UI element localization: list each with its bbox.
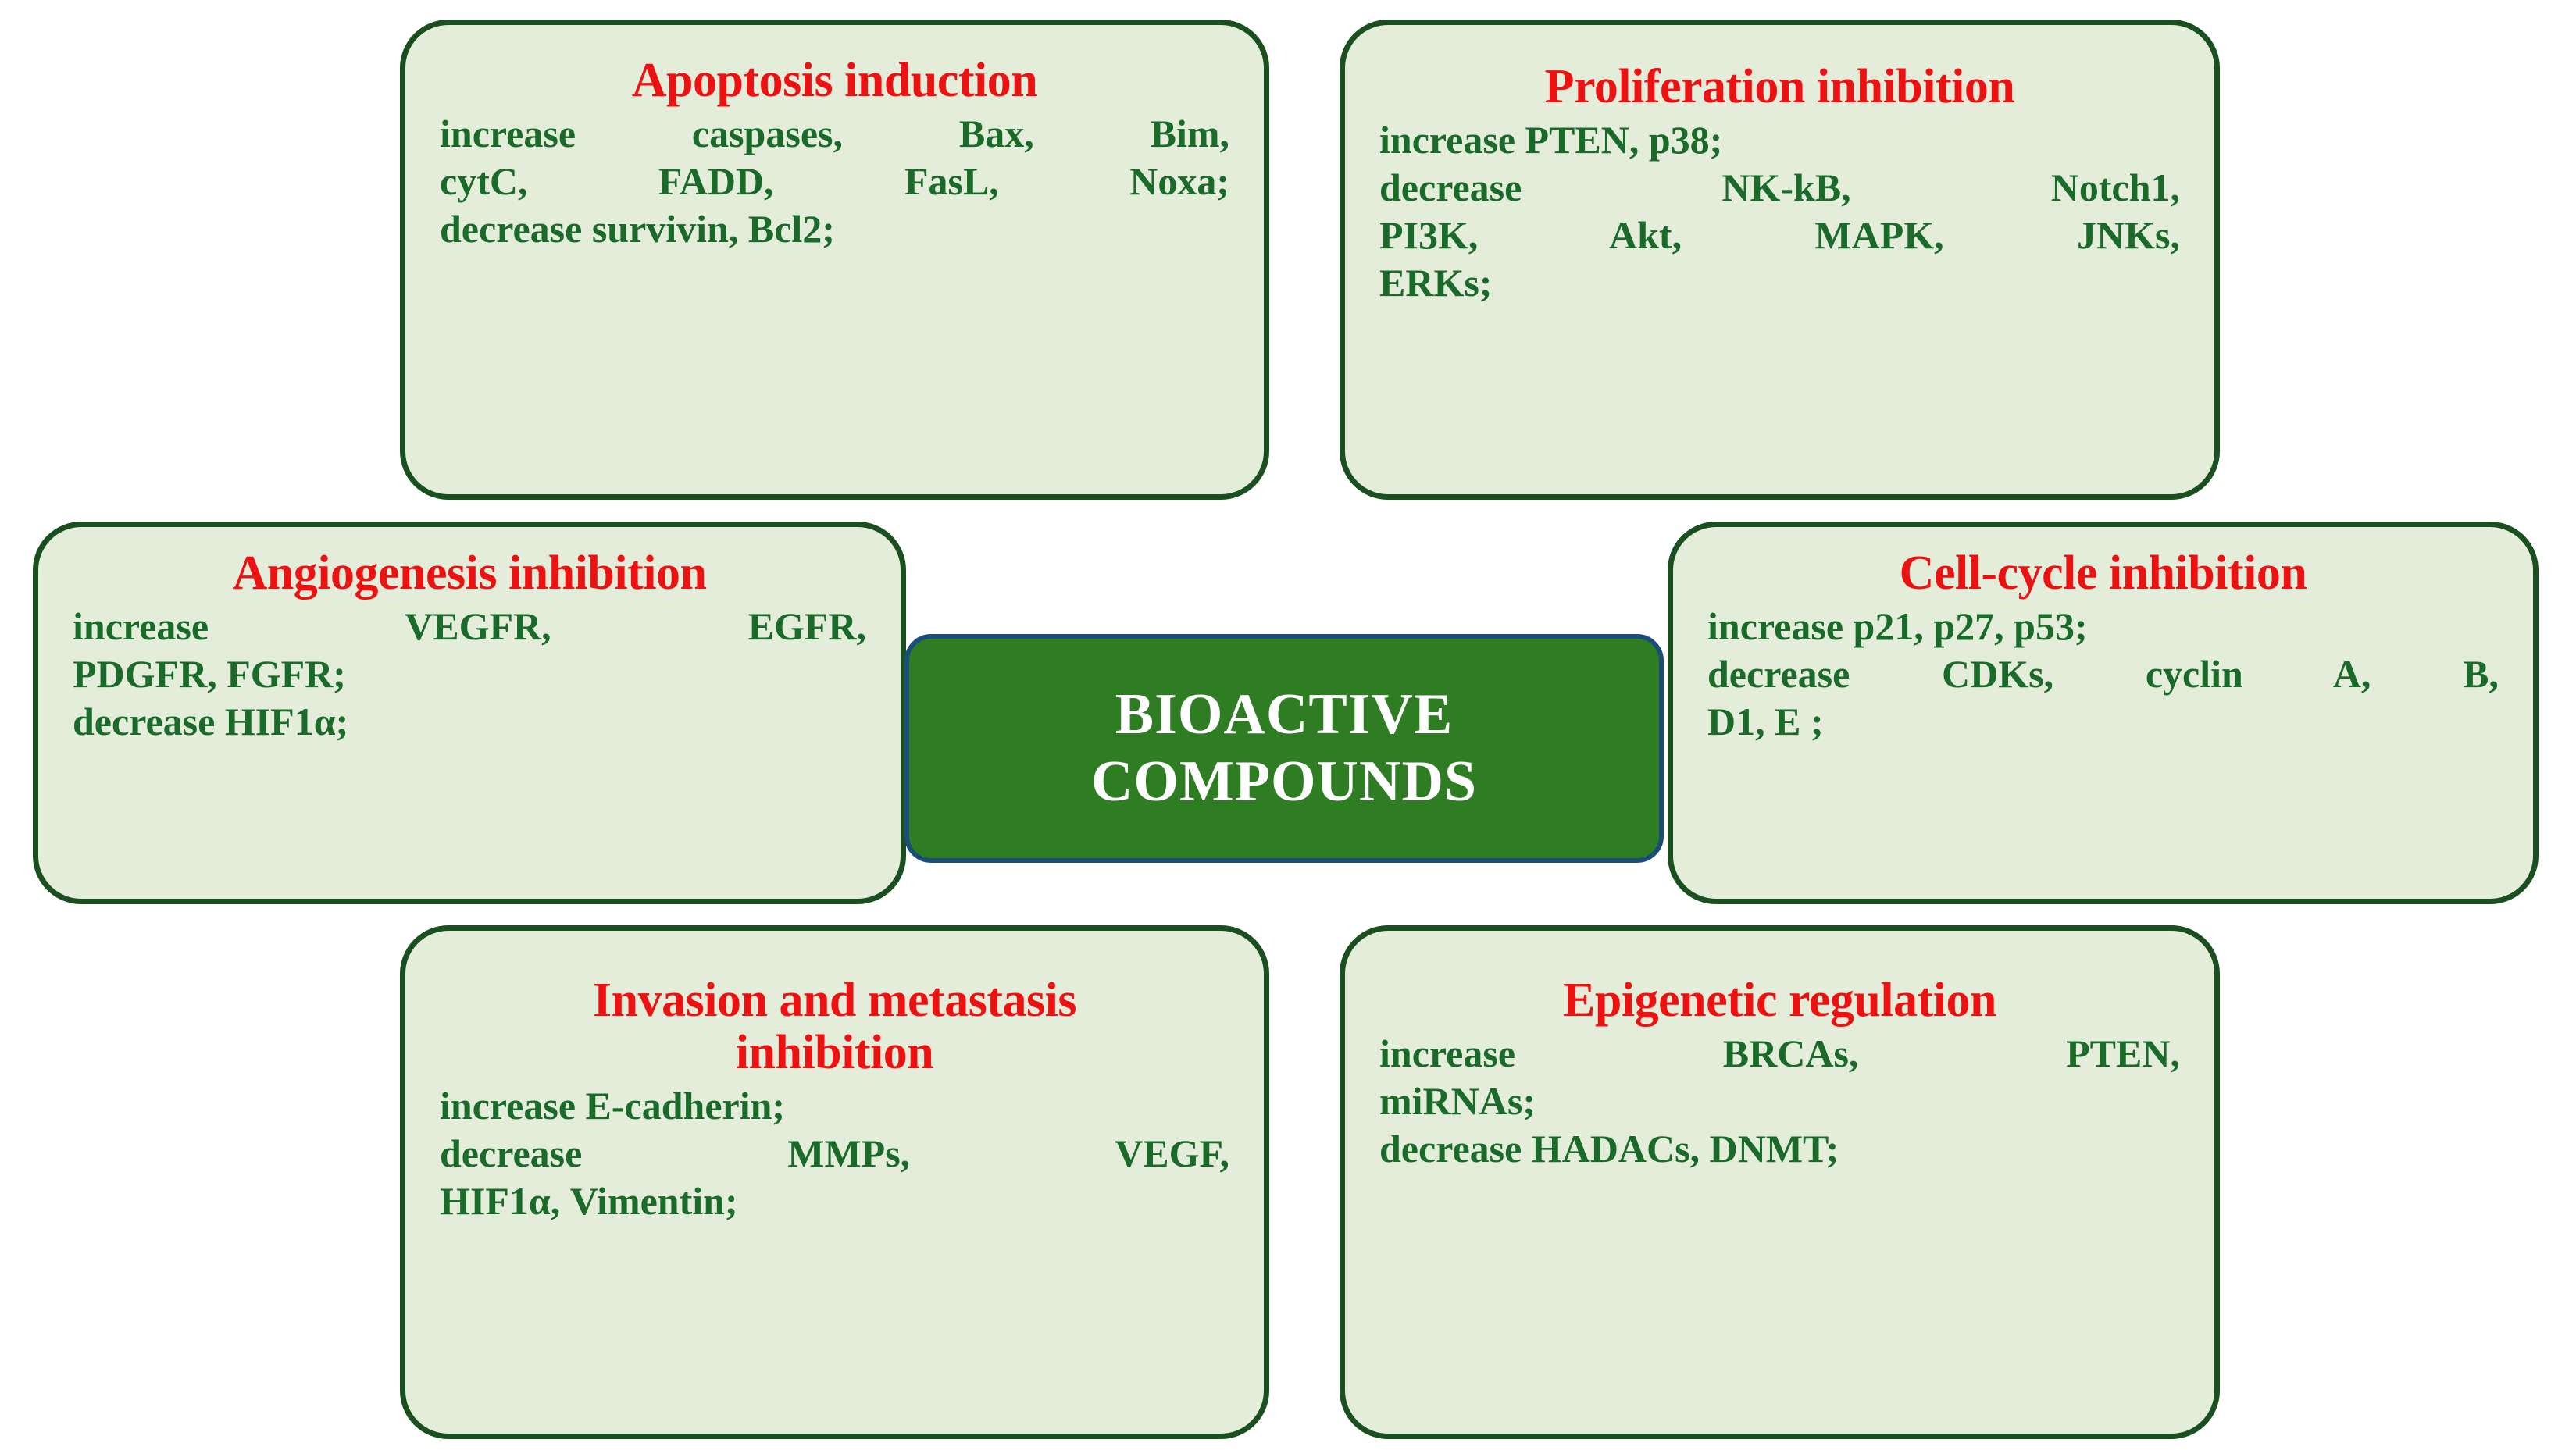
node-body-epigenetic: increase BRCAs, PTEN, miRNAs; decrease H… bbox=[1379, 1030, 2180, 1173]
node-body-invasion: increase E-cadherin; decrease MMPs, VEGF… bbox=[440, 1082, 1229, 1225]
node-body-line: increase E-cadherin; bbox=[440, 1083, 786, 1128]
node-body-line: decrease NK-kB, Notch1, bbox=[1379, 165, 2180, 209]
node-body-line: decrease CDKs, cyclin A, B, bbox=[1707, 651, 2499, 696]
node-body-apoptosis: increase caspases, Bax, Bim, cytC, FADD,… bbox=[440, 110, 1229, 253]
node-apoptosis-induction[interactable]: Apoptosis induction increase caspases, B… bbox=[400, 20, 1269, 500]
node-title-proliferation: Proliferation inhibition bbox=[1544, 60, 2015, 113]
node-title-epigenetic: Epigenetic regulation bbox=[1563, 974, 1996, 1027]
center-node-label: BIOACTIVE COMPOUNDS bbox=[1090, 682, 1478, 814]
node-body-proliferation: increase PTEN, p38; decrease NK-kB, Notc… bbox=[1379, 116, 2180, 307]
node-body-cellcycle: increase p21, p27, p53; decrease CDKs, c… bbox=[1707, 603, 2499, 746]
node-body-line: decrease HIF1α; bbox=[73, 699, 349, 743]
node-body-angiogenesis: increase VEGFR, EGFR, PDGFR, FGFR; decre… bbox=[73, 603, 866, 746]
node-title-invasion: Invasion and metastasis inhibition bbox=[593, 974, 1076, 1079]
node-body-line: ERKs; bbox=[1379, 260, 1493, 305]
node-cell-cycle-inhibition[interactable]: Cell-cycle inhibition increase p21, p27,… bbox=[1668, 522, 2539, 904]
node-proliferation-inhibition[interactable]: Proliferation inhibition increase PTEN, … bbox=[1340, 20, 2220, 500]
node-epigenetic-regulation[interactable]: Epigenetic regulation increase BRCAs, PT… bbox=[1340, 925, 2220, 1439]
node-title-angiogenesis: Angiogenesis inhibition bbox=[232, 547, 707, 600]
node-angiogenesis-inhibition[interactable]: Angiogenesis inhibition increase VEGFR, … bbox=[33, 522, 906, 904]
node-body-line: HIF1α, Vimentin; bbox=[440, 1178, 738, 1223]
node-body-line: decrease MMPs, VEGF, bbox=[440, 1131, 1229, 1175]
node-body-line: decrease HADACs, DNMT; bbox=[1379, 1126, 1839, 1170]
node-invasion-metastasis-inhibition[interactable]: Invasion and metastasis inhibition incre… bbox=[400, 925, 1269, 1439]
node-body-line: cytC, FADD, FasL, Noxa; bbox=[440, 159, 1229, 203]
node-body-line: increase PTEN, p38; bbox=[1379, 117, 1723, 162]
node-body-line: D1, E ; bbox=[1707, 699, 1824, 743]
node-title-cellcycle: Cell-cycle inhibition bbox=[1899, 547, 2307, 600]
node-body-line: increase VEGFR, EGFR, bbox=[73, 604, 866, 648]
node-title-apoptosis: Apoptosis induction bbox=[631, 54, 1038, 107]
node-body-line: increase caspases, Bax, Bim, bbox=[440, 111, 1229, 155]
node-body-line: PI3K, Akt, MAPK, JNKs, bbox=[1379, 212, 2180, 257]
node-body-line: increase BRCAs, PTEN, bbox=[1379, 1031, 2180, 1075]
node-body-line: PDGFR, FGFR; bbox=[73, 651, 346, 696]
node-body-line: decrease survivin, Bcl2; bbox=[440, 206, 835, 251]
node-bioactive-compounds[interactable]: BIOACTIVE COMPOUNDS bbox=[904, 634, 1664, 863]
node-body-line: miRNAs; bbox=[1379, 1078, 1536, 1123]
node-body-line: increase p21, p27, p53; bbox=[1707, 604, 2088, 648]
